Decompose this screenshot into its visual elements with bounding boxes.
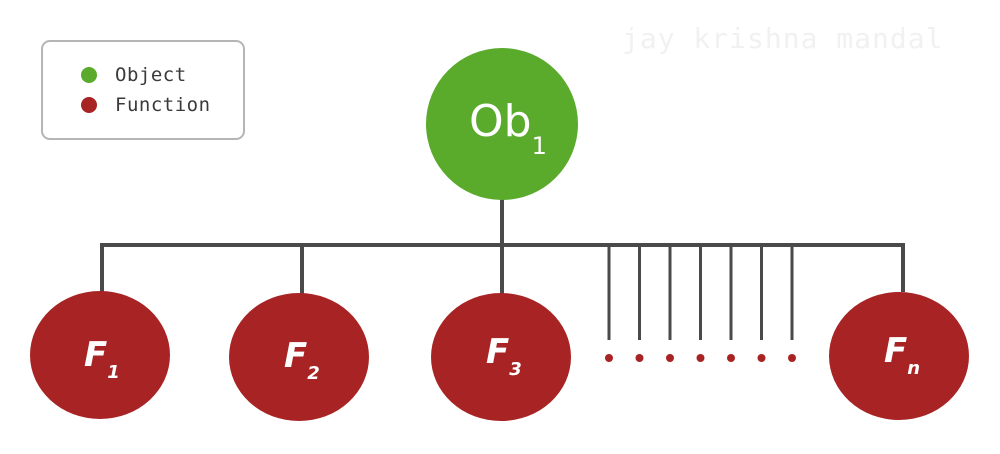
object-node: Ob1	[426, 48, 578, 200]
object-node-subscript: 1	[532, 132, 547, 160]
function-node-f1-circle	[30, 291, 170, 419]
legend-item-object: Object	[81, 64, 187, 86]
object-node-circle	[426, 48, 578, 200]
function-node-f2-base: F	[284, 336, 307, 376]
ellipsis-dot	[696, 354, 705, 362]
function-node-fn-base: F	[884, 331, 907, 371]
function-node-f3: F3	[431, 293, 571, 421]
connector-lines	[100, 195, 905, 294]
object-color-dot-icon	[81, 67, 97, 83]
legend: Object Function	[41, 40, 245, 140]
function-node-fn: Fn	[829, 292, 969, 420]
object-node-base: Ob	[469, 96, 532, 147]
function-node-fn-circle	[829, 292, 969, 420]
ellipsis-dot	[666, 354, 674, 362]
function-node-f1-label: F1	[84, 335, 120, 383]
ellipsis-dot	[635, 354, 644, 362]
function-node-f1-base: F	[84, 335, 107, 375]
ellipsis-dot	[605, 354, 613, 362]
watermark: jay krishna mandal	[622, 22, 944, 55]
function-node-f3-circle	[431, 293, 571, 421]
function-node-f1: F1	[30, 291, 170, 419]
ellipsis-dot	[727, 354, 735, 362]
legend-item-function: Function	[81, 94, 211, 116]
function-node-fn-subscript: n	[907, 358, 920, 379]
legend-label-function: Function	[115, 94, 211, 116]
legend-label-object: Object	[115, 64, 187, 86]
object-node-label: Ob1	[469, 96, 547, 160]
ellipsis-branches	[605, 247, 796, 362]
function-node-f2-label: F2	[284, 336, 320, 384]
function-node-f1-subscript: 1	[107, 362, 120, 383]
function-node-f3-base: F	[486, 332, 509, 372]
ellipsis-dot	[788, 354, 796, 362]
function-node-f2-subscript: 2	[307, 363, 320, 384]
function-node-fn-label: Fn	[884, 331, 920, 379]
function-color-dot-icon	[81, 97, 97, 113]
function-node-f2-circle	[229, 293, 369, 421]
function-node-f3-subscript: 3	[509, 359, 522, 380]
function-node-f3-label: F3	[486, 332, 522, 380]
ellipsis-dot	[757, 354, 766, 362]
function-node-f2: F2	[229, 293, 369, 421]
